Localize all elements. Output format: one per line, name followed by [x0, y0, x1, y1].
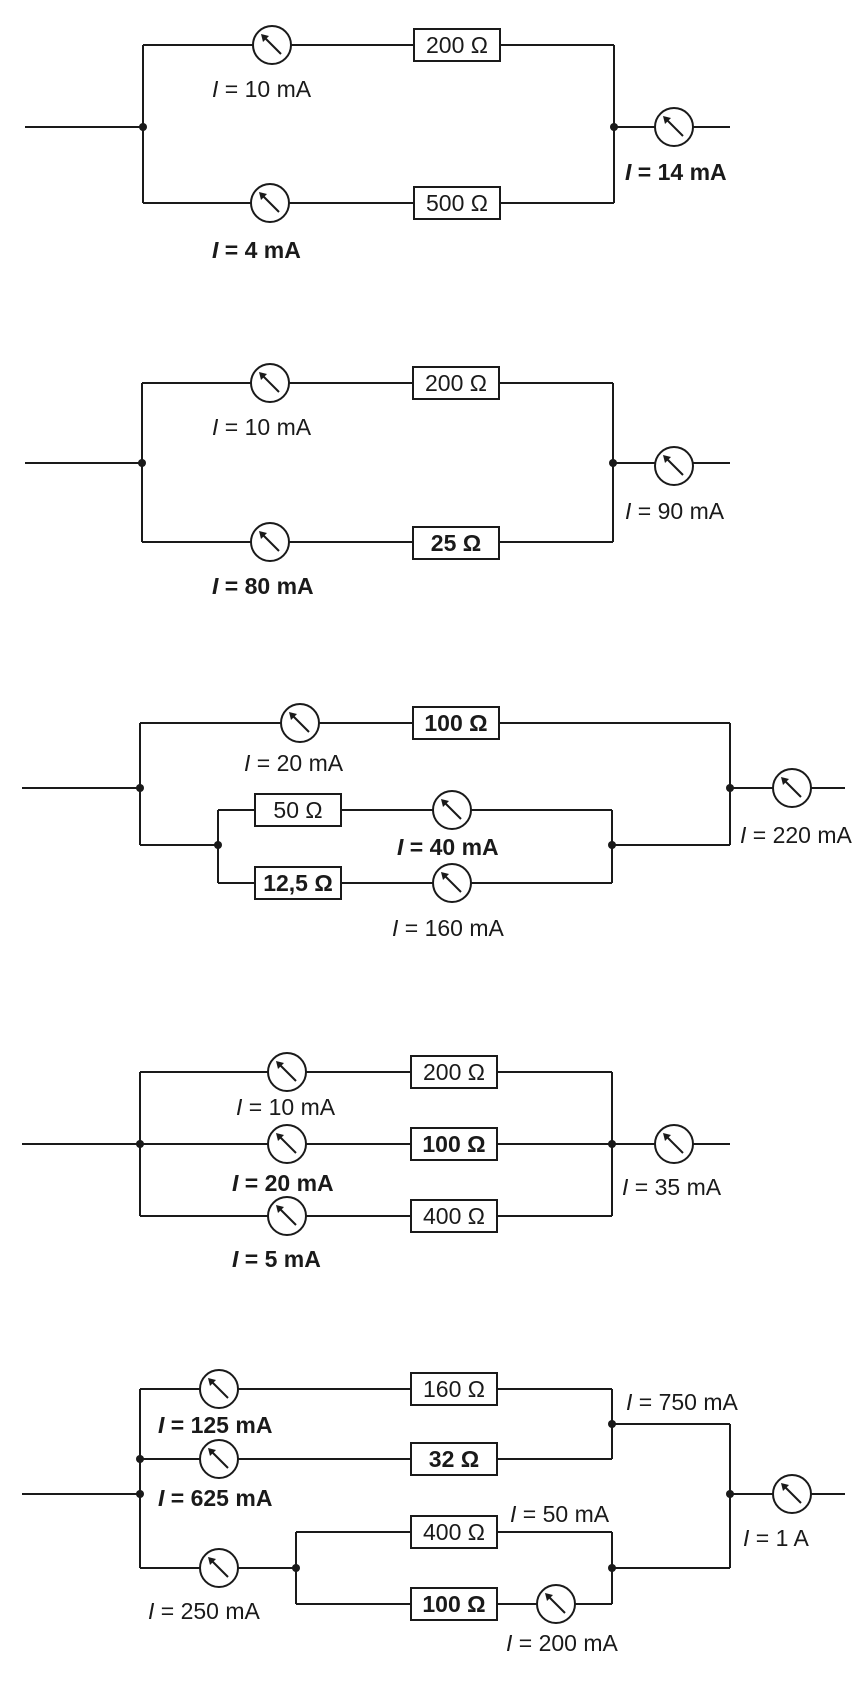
resistor-value: 25 Ω — [431, 530, 481, 556]
junction-node — [136, 1140, 144, 1148]
ammeter-icon — [432, 863, 472, 903]
junction-node — [138, 459, 146, 467]
ammeter-icon — [250, 183, 290, 223]
resistor: 160 Ω — [410, 1372, 498, 1406]
current-label: I = 750 mA — [626, 1389, 739, 1415]
junction-node — [608, 1140, 616, 1148]
resistor-value: 100 Ω — [422, 1131, 485, 1157]
circuit-4: 200 Ω 100 Ω 400 Ω I = 10 mA I = 20 mA I … — [22, 1052, 730, 1272]
resistor-value: 12,5 Ω — [263, 870, 333, 896]
current-label: I = 20 mA — [232, 1170, 334, 1196]
junction-node — [610, 123, 618, 131]
ammeter-icon — [432, 790, 472, 830]
circuit-2: 200 Ω 25 Ω I = 10 mA I = 80 mA I = 90 mA — [25, 363, 730, 599]
circuit-5: 160 Ω 32 Ω 400 Ω 100 Ω I = 125 mA I = 62… — [22, 1369, 845, 1656]
resistor: 400 Ω — [410, 1515, 498, 1549]
current-label: I = 80 mA — [212, 573, 314, 599]
current-label: I = 10 mA — [236, 1094, 336, 1120]
current-label: I = 5 mA — [232, 1246, 321, 1272]
current-label: I = 20 mA — [244, 750, 344, 776]
resistor-value: 500 Ω — [426, 190, 488, 216]
current-label: I = 125 mA — [158, 1412, 272, 1438]
circuit-1: 200 Ω 500 Ω I = 10 mA I = 4 mA I = 14 mA — [25, 25, 730, 263]
ammeter-icon — [654, 446, 694, 486]
current-label: I = 160 mA — [392, 915, 505, 941]
junction-node — [726, 1490, 734, 1498]
ammeter-icon — [250, 363, 290, 403]
resistor: 100 Ω — [412, 706, 500, 740]
ammeter-icon — [280, 703, 320, 743]
resistor-value: 200 Ω — [425, 370, 487, 396]
resistor-value: 100 Ω — [424, 710, 487, 736]
current-label: I = 1 A — [743, 1525, 810, 1551]
resistor-value: 200 Ω — [426, 32, 488, 58]
junction-node — [214, 841, 222, 849]
resistor: 50 Ω — [254, 793, 342, 827]
resistor-value: 400 Ω — [423, 1519, 485, 1545]
junction-node — [608, 841, 616, 849]
circuit-3: 100 Ω 50 Ω 12,5 Ω I = 20 mA I = 40 mA I … — [22, 703, 853, 941]
resistor-value: 32 Ω — [429, 1446, 479, 1472]
ammeter-icon — [267, 1124, 307, 1164]
ammeter-icon — [267, 1196, 307, 1236]
current-label: I = 200 mA — [506, 1630, 619, 1656]
current-label: I = 625 mA — [158, 1485, 272, 1511]
resistor-value: 50 Ω — [273, 797, 322, 823]
current-label: I = 14 mA — [625, 159, 727, 185]
resistor-value: 400 Ω — [423, 1203, 485, 1229]
current-label: I = 35 mA — [622, 1174, 722, 1200]
current-label: I = 50 mA — [510, 1501, 610, 1527]
resistor: 500 Ω — [413, 186, 501, 220]
junction-node — [609, 459, 617, 467]
current-label: I = 10 mA — [212, 414, 312, 440]
resistor: 200 Ω — [413, 28, 501, 62]
resistor: 100 Ω — [410, 1587, 498, 1621]
current-label: I = 10 mA — [212, 76, 312, 102]
ammeter-icon — [772, 768, 812, 808]
resistor: 12,5 Ω — [254, 866, 342, 900]
ammeter-icon — [199, 1548, 239, 1588]
resistor-value: 100 Ω — [422, 1591, 485, 1617]
ammeter-icon — [772, 1474, 812, 1514]
junction-node — [136, 784, 144, 792]
resistor: 32 Ω — [410, 1442, 498, 1476]
junction-node — [726, 784, 734, 792]
ammeter-icon — [199, 1369, 239, 1409]
junction-node — [292, 1564, 300, 1572]
resistor-value: 160 Ω — [423, 1376, 485, 1402]
junction-node — [136, 1490, 144, 1498]
current-label: I = 90 mA — [625, 498, 725, 524]
resistor-value: 200 Ω — [423, 1059, 485, 1085]
ammeter-icon — [654, 107, 694, 147]
resistor: 25 Ω — [412, 526, 500, 560]
junction-node — [608, 1564, 616, 1572]
current-label: I = 40 mA — [397, 834, 499, 860]
resistor: 200 Ω — [410, 1055, 498, 1089]
ammeter-icon — [199, 1439, 239, 1479]
junction-node — [608, 1420, 616, 1428]
ammeter-icon — [536, 1584, 576, 1624]
resistor: 200 Ω — [412, 366, 500, 400]
current-label: I = 4 mA — [212, 237, 301, 263]
resistor: 400 Ω — [410, 1199, 498, 1233]
ammeter-icon — [267, 1052, 307, 1092]
junction-node — [136, 1455, 144, 1463]
current-label: I = 220 mA — [740, 822, 853, 848]
ammeter-icon — [252, 25, 292, 65]
ammeter-icon — [654, 1124, 694, 1164]
current-label: I = 250 mA — [148, 1598, 261, 1624]
ammeter-icon — [250, 522, 290, 562]
circuit-5-wires — [22, 1388, 845, 1605]
junction-node — [139, 123, 147, 131]
resistor: 100 Ω — [410, 1127, 498, 1161]
